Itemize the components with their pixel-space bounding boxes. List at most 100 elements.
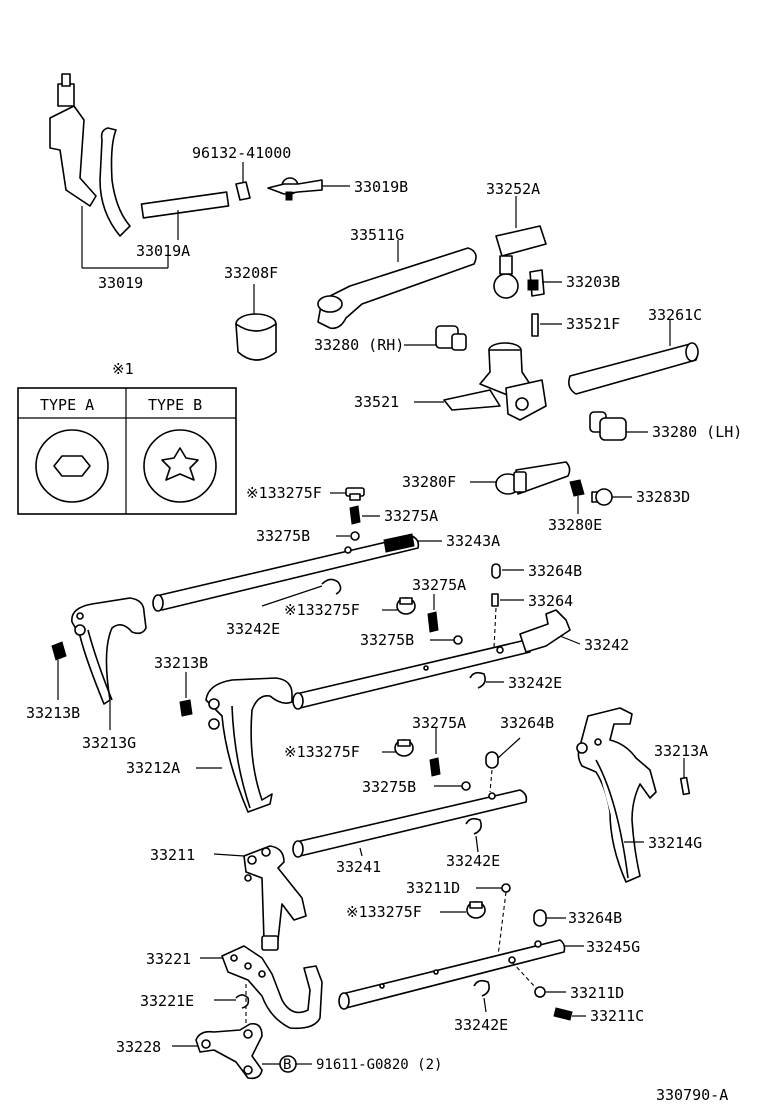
pin-33264B-3 [533,909,547,927]
snap-ring-33242E-3 [465,817,482,835]
shift-lever-shaft-33511G [317,247,477,330]
pin-33264 [491,593,499,607]
ring-33208F [235,313,277,361]
cable-bracket-assembly [49,73,323,237]
detent-plug-2 [396,597,416,615]
label-33019A: 33019A [136,242,190,260]
label-33213G: 33213G [82,734,136,752]
label-33242E-3: 33242E [446,852,500,870]
spring-33211C [553,1007,573,1021]
label-33019: 33019 [98,274,143,292]
shift-fork-33213G [71,597,147,705]
ball-33211D-2 [534,986,546,998]
shift-fork-shaft-33241 [292,789,528,858]
label-133275F-3: ※133275F [284,743,360,761]
label-33275A-1: 33275A [384,507,438,525]
detent-plug-4 [466,901,486,919]
label-33280F: 33280F [402,473,456,491]
spring-33275A-1 [349,505,361,525]
label-33213A: 33213A [654,742,708,760]
shift-fork-33212A [205,677,293,813]
label-33242: 33242 [584,636,629,654]
shift-head-33252A [493,225,547,299]
shift-fork-shaft-33245G [338,939,566,1010]
shift-fork-33214G [576,707,657,883]
label-33280-lh: 33280 (LH) [652,423,742,441]
label-33283D: 33283D [636,488,690,506]
snap-ring-33242E-4 [473,979,490,997]
label-33242E-4: 33242E [454,1016,508,1034]
label-133275F-4: ※133275F [346,903,422,921]
label-33221E: 33221E [140,992,194,1010]
label-33280-rh: 33280 (RH) [314,336,404,354]
detent-plug-3 [394,739,414,757]
hex-socket-icon [53,455,91,477]
label-33213B-top: 33213B [154,654,208,672]
label-33252A: 33252A [486,180,540,198]
plug-33280F [495,461,571,495]
label-96132-41000: 96132-41000 [192,144,291,162]
label-33208F: 33208F [224,264,278,282]
diagram-code: 330790-A [656,1086,728,1104]
ball-33275B-1 [350,531,360,541]
spring-33275A-2 [427,611,439,633]
inner-lever-33521 [443,342,547,421]
label-33511G: 33511G [350,226,404,244]
label-33521F: 33521F [566,315,620,333]
bolt-33283D [591,488,613,506]
snap-ring-33242E-1 [321,578,342,595]
label-33242E-2: 33242E [508,674,562,692]
shift-fork-33221 [221,945,323,1030]
label-33019B: 33019B [354,178,408,196]
label-33203B: 33203B [566,273,620,291]
plug-33280-lh [589,411,627,441]
shift-fork-shaft-33243A [152,533,420,612]
legend-marker: ※1 [112,360,134,378]
label-33264B-2: 33264B [500,714,554,732]
label-33275B-3: 33275B [362,778,416,796]
label-33221: 33221 [146,950,191,968]
label-33214G: 33214G [648,834,702,852]
shift-lever-33211 [243,845,307,951]
label-33211: 33211 [150,846,195,864]
ball-33275B-2 [453,635,463,645]
label-33212A: 33212A [126,759,180,777]
bolt-33213B-top [179,699,193,717]
label-133275F-2: ※133275F [284,601,360,619]
label-33275A-2: 33275A [412,576,466,594]
label-33211D-2: 33211D [570,984,624,1002]
label-33264B-1: 33264B [528,562,582,580]
ball-33211D-1 [501,883,511,893]
label-33275B-2: 33275B [360,631,414,649]
pin-33264B-1 [491,563,501,579]
label-33275A-3: 33275A [412,714,466,732]
shift-fork-shaft-33242 [292,609,571,710]
spring-33280E [569,479,585,497]
label-33228: 33228 [116,1038,161,1056]
label-33521: 33521 [354,393,399,411]
label-33211D-1: 33211D [406,879,460,897]
lever-33228 [195,1022,263,1080]
label-33280E: 33280E [548,516,602,534]
detent-plug-1 [345,487,365,501]
label-33245G: 33245G [586,938,640,956]
legend-type-a: TYPE A [40,396,94,414]
pin-33213A [679,776,691,796]
label-33261C: 33261C [648,306,702,324]
label-91611-G0820: 91611-G0820 (2) [316,1057,442,1073]
rod-33261C [568,342,699,395]
label-33243A: 33243A [446,532,500,550]
label-33264: 33264 [528,592,573,610]
label-33242E-1: 33242E [226,620,280,638]
snap-ring-33242E-2 [469,671,486,689]
bolt-33213B-left [51,641,67,661]
spring-33275A-3 [429,757,441,777]
type-legend-box: TYPE A TYPE B [17,387,237,515]
label-33211C: 33211C [590,1007,644,1025]
label-33213B-left: 33213B [26,704,80,722]
legend-type-b: TYPE B [148,396,202,414]
pin-33264B-2 [485,751,499,769]
circle-b-marker-letter: B [283,1057,291,1073]
ball-33275B-3 [461,781,471,791]
